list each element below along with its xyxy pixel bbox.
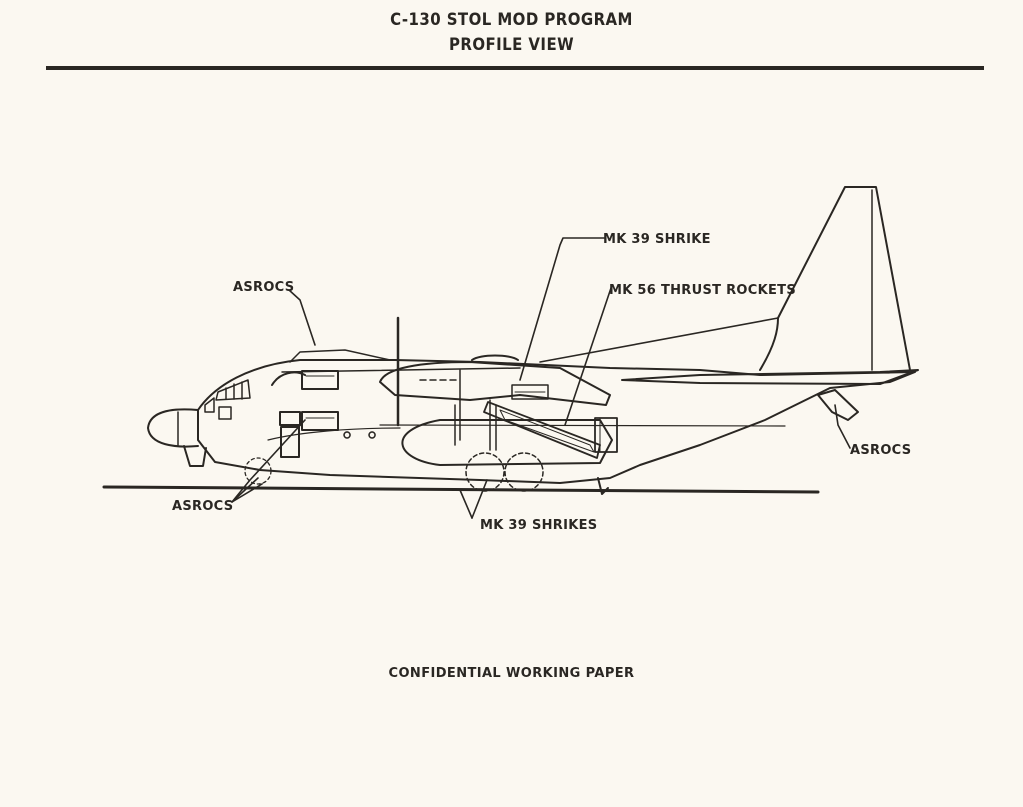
label-mk39-shrikes: MK 39 SHRIKES	[480, 518, 598, 533]
header-rule	[46, 66, 984, 70]
horizontal-stabilizer	[621, 369, 919, 385]
classification-footer: CONFIDENTIAL WORKING PAPER	[388, 666, 635, 681]
page-title: C-130 STOL MOD PROGRAM	[390, 10, 633, 30]
nose-radome	[147, 408, 199, 448]
asroc-tail-launcher	[817, 389, 859, 421]
title-block: C-130 STOL MOD PROGRAM PROFILE VIEW	[61, 8, 961, 58]
mk56-thrust-rocket-assembly	[483, 401, 618, 459]
label-asrocs-tail: ASROCS	[850, 443, 912, 458]
vertical-stabilizer	[759, 186, 911, 371]
nose-gear	[183, 445, 207, 467]
ground-line	[102, 485, 820, 494]
asroc-forward-launchers	[271, 370, 376, 458]
label-mk56-thrust-rockets: MK 56 THRUST ROCKETS	[609, 283, 797, 298]
label-asrocs-lower: ASROCS	[172, 499, 234, 514]
sponson-pod	[401, 419, 613, 466]
main-gear-wheel-front	[465, 452, 505, 492]
asroc-lower-nose-pod	[244, 457, 272, 485]
callout-leaders	[231, 237, 851, 519]
mk39-shrike-launcher	[511, 384, 549, 400]
label-mk39-shrike: MK 39 SHRIKE	[603, 232, 711, 247]
page-subtitle: PROFILE VIEW	[448, 35, 575, 55]
cockpit-windows	[204, 379, 251, 420]
fuselage-outline	[197, 359, 916, 484]
label-asrocs-upper: ASROCS	[233, 280, 295, 295]
rocket-struts	[454, 369, 497, 451]
main-gear-wheel-rear	[504, 452, 544, 492]
